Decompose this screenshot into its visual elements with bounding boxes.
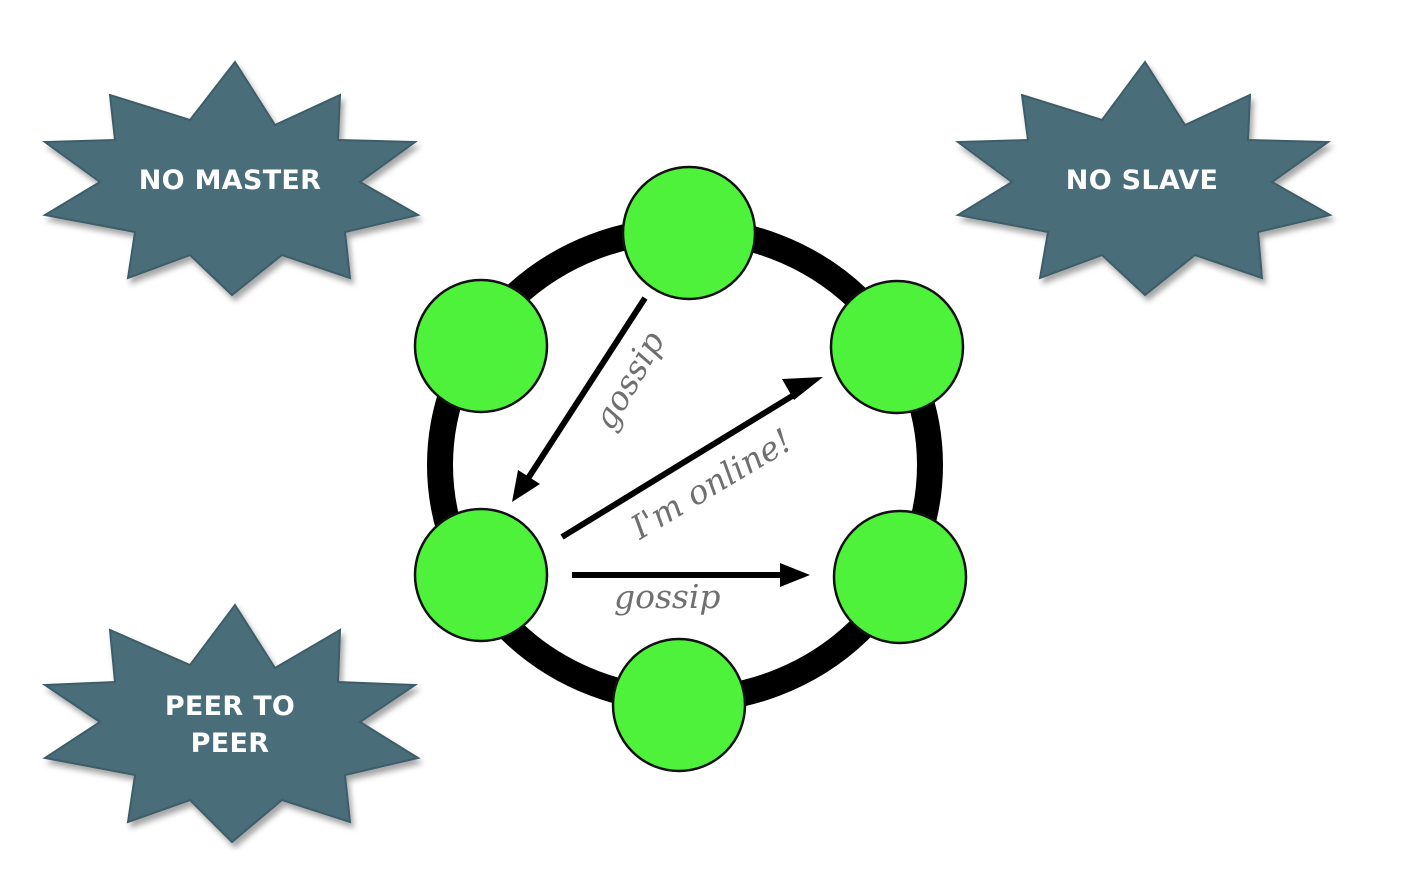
arrow-online-left-to-right xyxy=(560,377,823,540)
arrow-head xyxy=(782,377,823,400)
edge-label-gossip-horizontal: gossip xyxy=(614,577,721,616)
edge-label-gossip-diagonal: gossip xyxy=(585,324,672,436)
badge-peer-to-peer: PEER TO PEER xyxy=(41,603,421,844)
badge-no-slave: NO SLAVE xyxy=(955,60,1333,297)
node-bottom xyxy=(611,637,747,773)
arrow-gossip-top-to-left xyxy=(512,296,648,502)
badge-label-no-master: NO MASTER xyxy=(139,165,322,196)
node-upper-right xyxy=(829,279,965,415)
node-lower-right xyxy=(832,509,968,645)
arrow-shaft xyxy=(560,387,804,540)
badge-no-master: NO MASTER xyxy=(42,60,421,297)
badge-label-peer-to-peer-line2: PEER xyxy=(191,728,270,759)
node-lower-left xyxy=(413,507,549,643)
arrow-head xyxy=(780,563,810,587)
starburst-shape xyxy=(41,603,421,844)
node-upper-left xyxy=(413,278,549,414)
badge-label-no-slave: NO SLAVE xyxy=(1066,165,1218,196)
starburst-shape xyxy=(955,60,1333,297)
arrow-gossip-left-to-right xyxy=(572,563,810,587)
arrow-shaft xyxy=(524,296,648,482)
node-top xyxy=(621,165,757,301)
starburst-shape xyxy=(42,60,421,297)
arrow-head xyxy=(512,470,540,502)
badge-label-peer-to-peer-line1: PEER TO xyxy=(165,691,295,722)
